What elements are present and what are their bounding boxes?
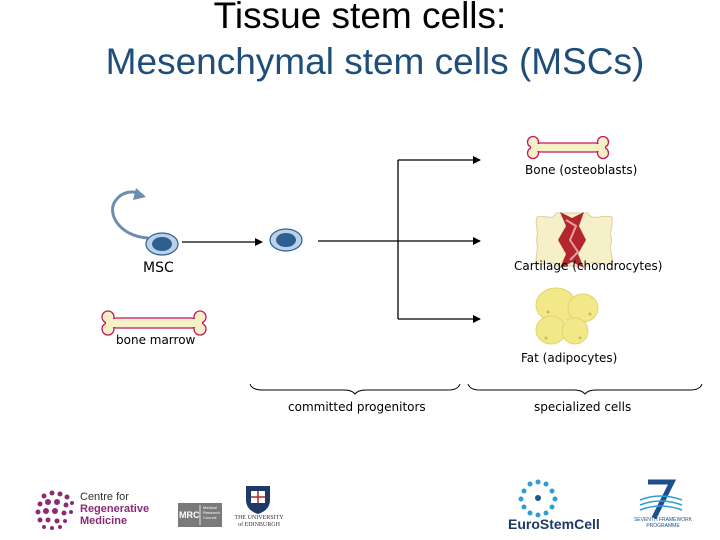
mrc-logo-text: MRC xyxy=(179,510,200,520)
bone-osteoblasts-icon xyxy=(526,135,610,160)
committed-progenitors-label: committed progenitors xyxy=(288,400,426,414)
bone-marrow-bone-icon xyxy=(101,310,207,336)
mrc-small-3: Council xyxy=(203,515,217,520)
mrc-small-text: Medical Research Council xyxy=(203,505,220,520)
bone-marrow-label: bone marrow xyxy=(116,333,196,347)
fp7-logo-text: SEVENTH FRAMEWORK PROGRAMME xyxy=(633,517,693,529)
crm-logo-text: Centre for Regenerative Medicine xyxy=(80,491,149,527)
title-line-2: Mesenchymal stem cells (MSCs) xyxy=(105,41,645,82)
eurostemcell-logo-icon xyxy=(518,479,558,518)
bone-label: Bone (osteoblasts) xyxy=(525,163,638,177)
crm-line-1: Centre for xyxy=(80,491,129,503)
self-renewal-arrowhead-icon xyxy=(133,188,146,200)
progenitor-cell-icon xyxy=(269,228,303,252)
edinburgh-logo-text: THE UNIVERSITY of EDINBURGH xyxy=(233,515,285,529)
crm-logo-icon xyxy=(35,490,74,530)
crm-line-3: Medicine xyxy=(80,515,128,527)
fat-label: Fat (adipocytes) xyxy=(521,351,618,365)
cartilage-icon xyxy=(535,212,613,268)
fp7-logo-icon xyxy=(639,479,683,520)
msc-label: MSC xyxy=(143,260,174,276)
edinburgh-crest-icon xyxy=(246,486,270,514)
cartilage-label: Cartilage (chondrocytes) xyxy=(514,259,663,273)
edinburgh-line-1: THE UNIVERSITY xyxy=(234,515,284,521)
msc-cell-icon xyxy=(145,232,179,256)
specialized-cells-label: specialized cells xyxy=(534,400,632,414)
mrc-small-2: Research xyxy=(203,510,221,515)
eurostemcell-logo-text: EuroStemCell xyxy=(508,516,600,532)
title-line-1: Tissue stem cells: xyxy=(213,0,507,36)
mrc-small-1: Medical xyxy=(203,505,217,510)
crm-line-2: Regenerative xyxy=(80,503,150,515)
self-renewal-arrow-icon xyxy=(111,190,149,240)
brace-specialized xyxy=(467,383,703,395)
brace-committed xyxy=(249,383,461,395)
fat-adipocytes-icon xyxy=(535,287,599,345)
edinburgh-line-2: of EDINBURGH xyxy=(238,522,280,528)
